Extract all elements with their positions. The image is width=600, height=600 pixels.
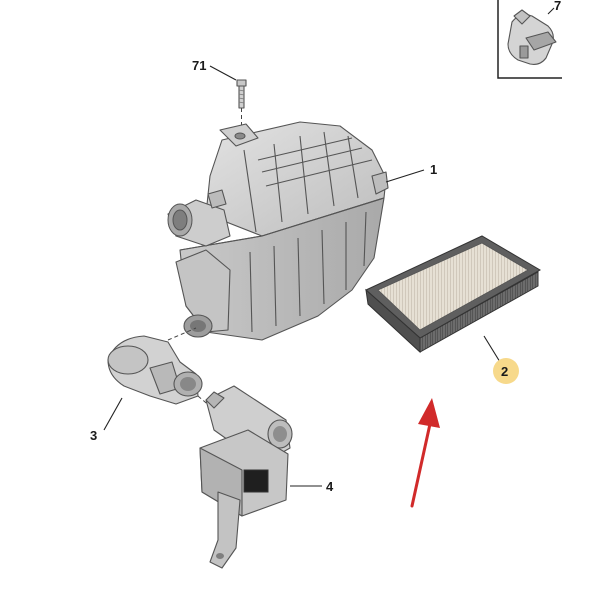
intake-duct [107,327,203,405]
label-inset-clip: 7 [554,0,561,13]
sensor-bracket [197,385,293,569]
label-air-filter: 2 [501,364,508,379]
label-bolt: 71 [192,58,206,73]
highlight-badge [493,358,519,384]
clip-part [507,9,557,65]
airbox-housing [167,121,389,341]
inset-box: 7 [497,0,562,79]
label-intake-duct: 3 [90,428,97,443]
label-airbox-housing: 1 [430,162,437,177]
label-sensor-bracket: 4 [326,479,334,494]
air-filter [365,235,542,354]
label-air-filter-badge: 2 [493,358,519,384]
red-arrow-icon [410,398,440,508]
